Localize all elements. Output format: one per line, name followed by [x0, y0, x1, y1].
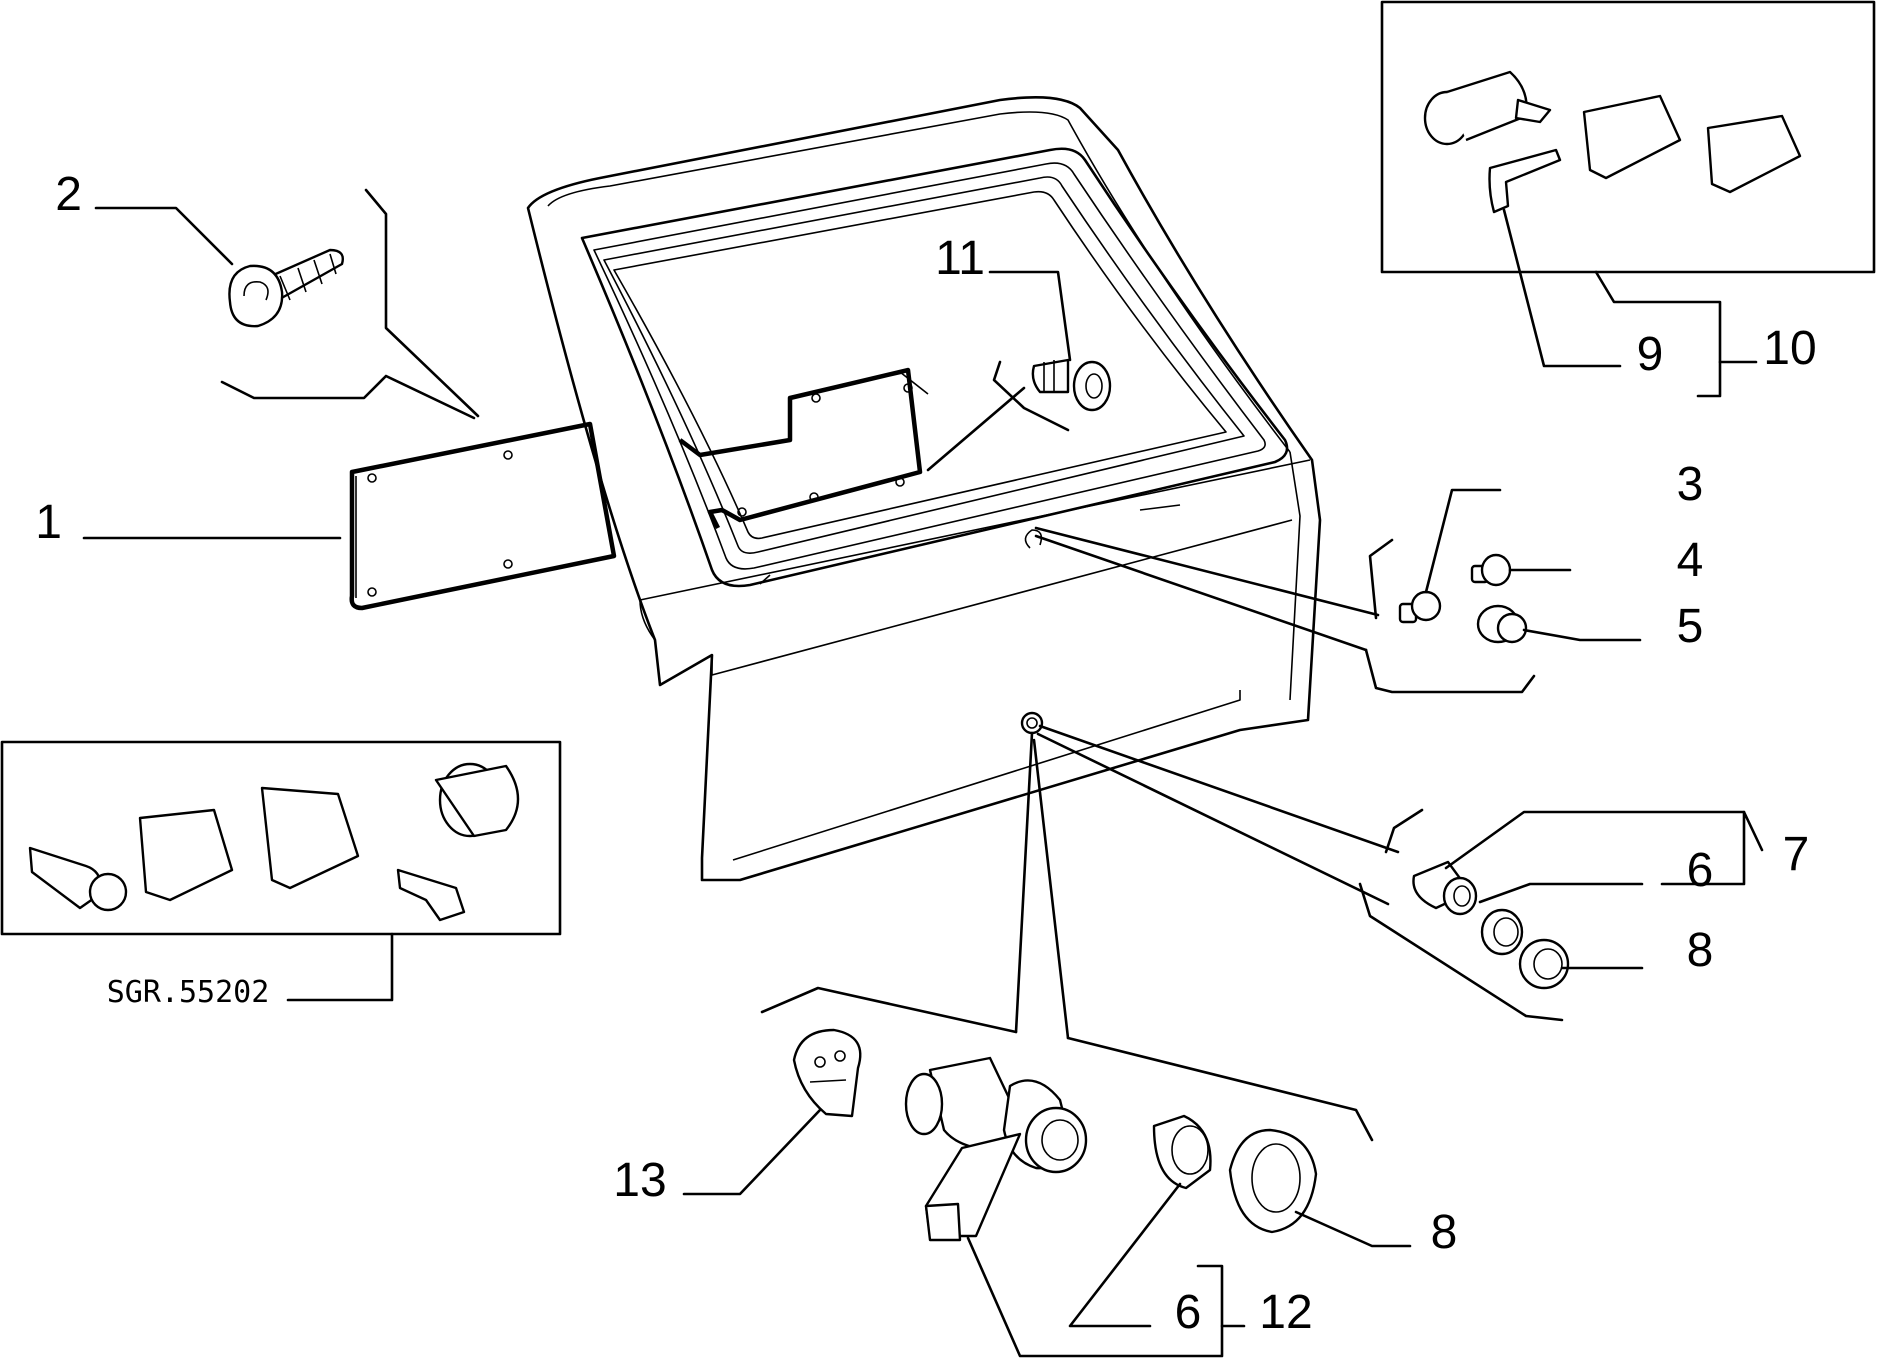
callout-12: 12 [1259, 1286, 1312, 1339]
callout-3: 3 [1677, 458, 1704, 511]
bezel-ring-part-8 [1518, 938, 1570, 990]
reference-code: SGR.55202 [107, 975, 270, 1010]
plug-part-5 [1476, 604, 1528, 644]
callout-6-right: 6 [1687, 844, 1714, 897]
seal-ring-part-6 [1480, 908, 1524, 956]
tailgate-panel [526, 96, 1322, 882]
callout-9: 9 [1637, 328, 1664, 381]
inset-box-lock-set [0, 740, 562, 936]
plug-part-3 [1398, 590, 1442, 624]
trim-panel-part-1 [349, 421, 617, 611]
callout-2: 2 [55, 168, 82, 221]
callout-5: 5 [1677, 600, 1704, 653]
cover-plate-part-13 [792, 1028, 862, 1118]
callout-7: 7 [1783, 828, 1810, 881]
callout-numbers: 1 2 3 4 5 6 7 8 9 10 11 6 12 13 8 SGR.55… [35, 168, 1816, 1339]
callout-4: 4 [1677, 534, 1704, 587]
plug-part-4 [1470, 553, 1512, 587]
callout-13: 13 [613, 1154, 666, 1207]
inset-box-keys [1380, 0, 1876, 274]
callout-1: 1 [35, 496, 62, 549]
callout-6-lower: 6 [1175, 1286, 1202, 1339]
leader-lines [82, 206, 1764, 1358]
callout-8-right: 8 [1687, 924, 1714, 977]
lock-hole [1020, 711, 1044, 735]
callout-8-lower: 8 [1431, 1206, 1458, 1259]
seal-ring-part-6-lower [1152, 1114, 1212, 1190]
screw-part-2 [228, 248, 344, 328]
lock-cylinder-part-7 [1412, 860, 1478, 916]
bolt-part-11 [1031, 358, 1112, 412]
bezel-ring-part-8-lower [1228, 1128, 1318, 1234]
bracket-lines [220, 188, 1564, 1142]
callout-11: 11 [935, 232, 985, 285]
lock-assembly-part-12 [904, 1056, 1088, 1242]
callout-10: 10 [1763, 322, 1816, 375]
